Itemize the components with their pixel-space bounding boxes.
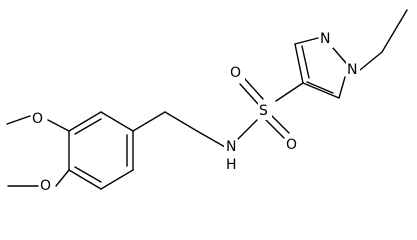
- label-mask-o-s-top: [229, 64, 245, 82]
- atom-n-ring-b-label: N: [347, 62, 357, 78]
- bond-ch2-ch2: [164, 111, 198, 132]
- atom-nh-label: N: [226, 139, 236, 155]
- atom-o-meta-label: O: [40, 178, 51, 194]
- bond-s-pyrazole: [275, 82, 304, 102]
- label-mask-o-meta: [39, 176, 55, 194]
- bond-s-o-bottom-a: [265, 119, 285, 139]
- bond-ring-ch2: [132, 111, 166, 132]
- atom-o-para-label: O: [32, 111, 43, 127]
- bond-pyrazole-c5-c4: [302, 82, 340, 99]
- bond-pyrazole-n2-n1: [332, 47, 347, 64]
- label-mask-n-ring-a: [319, 30, 333, 48]
- bond-layer: [6, 9, 408, 190]
- label-mask-s: [258, 102, 272, 120]
- atom-o-s-bottom-label: O: [286, 137, 297, 153]
- bond-benzene-2: [100, 111, 134, 132]
- atom-nh-h-label: H: [226, 157, 237, 173]
- atom-o-s-top-label: O: [230, 65, 241, 81]
- bond-o-meta-ring: [55, 169, 70, 187]
- label-mask-nh: [224, 139, 238, 173]
- bond-pyrazole-c3-n2: [294, 37, 319, 45]
- atom-s-label: S: [259, 103, 268, 119]
- bond-nh-s: [236, 119, 258, 141]
- bond-pyrazole-c4-c3: [294, 43, 304, 84]
- bond-pyrazole-n1-c5: [338, 76, 346, 99]
- bond-pyrazole-c5-c4-inner: [306, 81, 334, 94]
- label-mask-o-s-bottom: [285, 136, 301, 154]
- bond-pyrazole-c4-c3-inner: [301, 45, 310, 79]
- bond-ethyl-ch2-ch3: [381, 9, 408, 53]
- bond-benzene-5: [68, 169, 102, 190]
- bond-o-para-ring: [47, 119, 70, 132]
- bond-benzene-1-inner: [74, 118, 102, 135]
- bond-ch2-nh: [196, 130, 226, 148]
- bond-methyl-o-para: [6, 115, 31, 125]
- bond-s-o-bottom-b: [270, 114, 290, 134]
- atom-n-ring-a-label: N: [320, 31, 330, 47]
- label-mask-o-para: [31, 110, 47, 128]
- structure-diagram: O O N H S O O N N: [6, 9, 408, 194]
- label-mask-n-ring-b: [346, 61, 360, 79]
- bond-s-o-top-a: [239, 83, 259, 105]
- bond-s-o-top-b: [244, 78, 264, 100]
- bond-n1-ethyl-ch2: [359, 51, 383, 71]
- bond-benzene-5-inner: [74, 166, 102, 183]
- bond-benzene-1: [68, 111, 102, 132]
- atom-label-layer: O O N H S O O N N: [31, 30, 360, 194]
- bond-benzene-4: [100, 169, 134, 190]
